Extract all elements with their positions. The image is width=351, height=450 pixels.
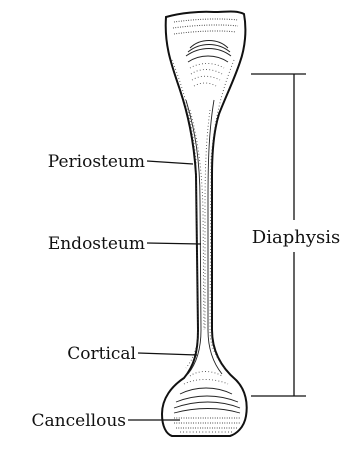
- cortical-label: Cortical: [67, 344, 136, 364]
- diaphysis-label: Diaphysis: [252, 227, 340, 248]
- periosteum-label: Periosteum: [48, 152, 145, 172]
- periosteum-leader: [147, 161, 193, 164]
- long-bone: [162, 12, 247, 437]
- endosteum-leader: [147, 243, 201, 244]
- endosteum-label: Endosteum: [48, 234, 145, 254]
- bone-outline: [162, 12, 247, 437]
- cancellous-label: Cancellous: [32, 411, 126, 431]
- cortical-leader: [138, 353, 197, 355]
